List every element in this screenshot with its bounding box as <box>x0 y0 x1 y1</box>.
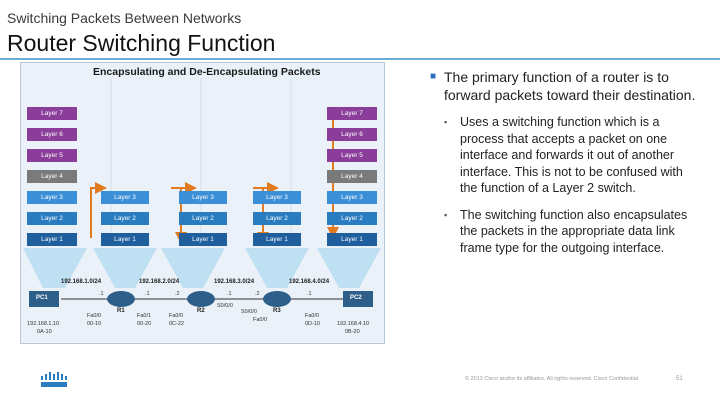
layer-box: Layer 3 <box>101 191 149 204</box>
layer-box: Layer 2 <box>327 212 377 225</box>
intf-label: .2 <box>255 291 260 297</box>
intf-label: Fa0/0 <box>169 313 184 319</box>
page-number: 51 <box>676 376 683 382</box>
cisco-logo-icon <box>41 372 67 387</box>
layer-box: Layer 4 <box>27 170 77 183</box>
intf-label: Fa0/0 <box>253 317 268 323</box>
layer-box: Layer 5 <box>327 149 377 162</box>
bullet-area: ■ The primary function of a router is to… <box>430 68 700 256</box>
sub-bullet-text-2: The switching function also encapsulates… <box>460 207 688 255</box>
layer-box: Layer 5 <box>27 149 77 162</box>
layer-box: Layer 1 <box>327 233 377 246</box>
layer-box: Layer 1 <box>27 233 77 246</box>
slide-title: Router Switching Function <box>7 30 276 56</box>
sub-bullet: ▪ The switching function also encapsulat… <box>444 207 700 257</box>
mac-label: 0D-10 <box>305 321 320 327</box>
layer-box: Layer 1 <box>101 233 149 246</box>
pc1-ip: 192.168.1.10 <box>27 321 60 327</box>
bullet-square-icon: ■ <box>430 71 437 82</box>
figure-title: Encapsulating and De-Encapsulating Packe… <box>93 66 321 78</box>
intf-label: .1 <box>227 291 232 297</box>
pc2-ip: 192.168.4.10 <box>337 321 370 327</box>
layer-box: Layer 2 <box>101 212 149 225</box>
pc2-mac: 0B-20 <box>345 329 360 335</box>
layer-box: Layer 3 <box>179 191 227 204</box>
r3-label: R3 <box>273 308 281 314</box>
layer-box: Layer 6 <box>27 128 77 141</box>
encapsulation-figure: Encapsulating and De-Encapsulating Packe… <box>20 62 385 344</box>
intf-label: Fa0/1 <box>137 313 152 319</box>
layer-box: Layer 3 <box>253 191 301 204</box>
intf-label: S0/0/0 <box>241 309 257 315</box>
main-bullet-text: The primary function of a router is to f… <box>444 69 696 103</box>
r1-label: R1 <box>117 308 125 314</box>
mac-label: 0C-22 <box>169 321 184 327</box>
network-label-3: 192.168.3.0/24 <box>214 279 255 285</box>
layer-box: Layer 1 <box>253 233 301 246</box>
intf-label: S0/0/0 <box>217 303 233 309</box>
layer-box: Layer 2 <box>27 212 77 225</box>
intf-label: Fa0/0 <box>87 313 102 319</box>
bullet-dot-icon: ▪ <box>444 209 448 220</box>
layer-box: Layer 1 <box>179 233 227 246</box>
slide-subtitle: Switching Packets Between Networks <box>7 10 242 26</box>
intf-label: .1 <box>307 291 312 297</box>
sub-bullet-text-1: Uses a switching function which is a pro… <box>460 115 683 195</box>
mac-label: 00-10 <box>87 321 102 327</box>
sub-bullet: ▪ Uses a switching function which is a p… <box>444 114 700 197</box>
layer-box: Layer 2 <box>253 212 301 225</box>
layer-box: Layer 7 <box>27 107 77 120</box>
network-label-2: 192.168.2.0/24 <box>139 279 180 285</box>
layer-box: Layer 6 <box>327 128 377 141</box>
mac-label: 00-20 <box>137 321 152 327</box>
footer-copyright: © 2013 Cisco and/or its affiliates. All … <box>465 376 639 382</box>
pc1-mac: 0A-10 <box>37 329 52 335</box>
pc2-label: PC2 <box>350 295 362 301</box>
r2-label: R2 <box>197 308 205 314</box>
intf-label: .1 <box>145 291 150 297</box>
layer-box: Layer 3 <box>327 191 377 204</box>
network-label-1: 192.168.1.0/24 <box>61 279 102 285</box>
bullet-dot-icon: ▪ <box>444 117 448 127</box>
intf-label: .1 <box>99 291 104 297</box>
layer-box: Layer 7 <box>327 107 377 120</box>
layer-box: Layer 3 <box>27 191 77 204</box>
pc1-label: PC1 <box>36 295 48 301</box>
main-bullet: ■ The primary function of a router is to… <box>430 68 700 104</box>
intf-label: Fa0/0 <box>305 313 320 319</box>
title-rule <box>0 58 720 60</box>
layer-box: Layer 2 <box>179 212 227 225</box>
intf-label: .2 <box>175 291 180 297</box>
network-label-4: 192.168.4.0/24 <box>289 279 330 285</box>
layer-box: Layer 4 <box>327 170 377 183</box>
